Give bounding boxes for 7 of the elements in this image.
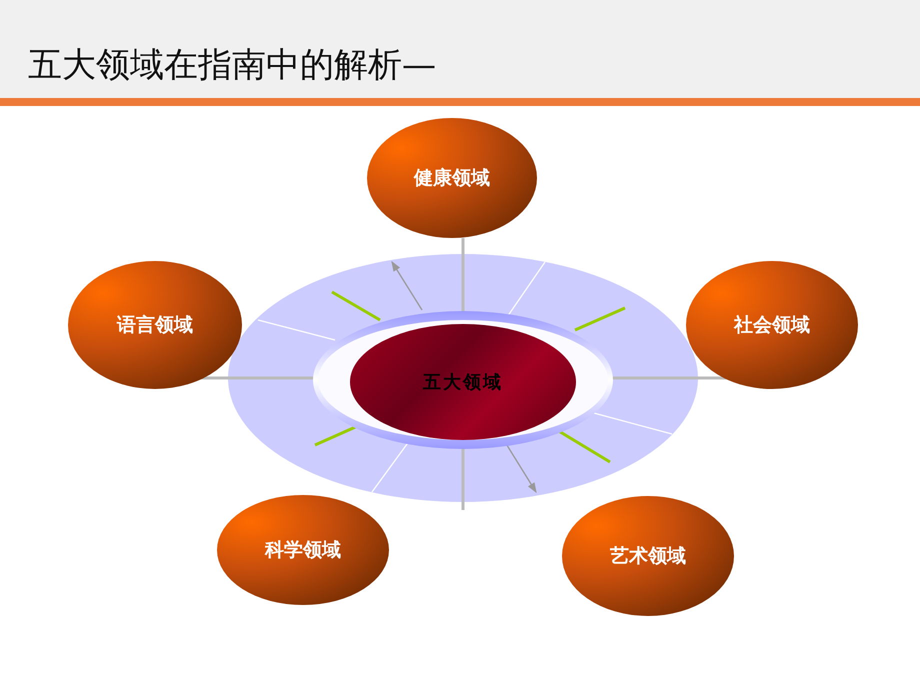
node-label: 健康领域 [414,166,490,191]
node-label: 艺术领域 [610,544,686,569]
slide-title: 五大领域在指南中的解析— [28,44,436,87]
node-label: 五大领域 [423,371,503,394]
node-label: 社会领域 [734,313,810,338]
node-label: 科学领域 [265,538,341,563]
node-label: 语言领域 [117,313,193,338]
